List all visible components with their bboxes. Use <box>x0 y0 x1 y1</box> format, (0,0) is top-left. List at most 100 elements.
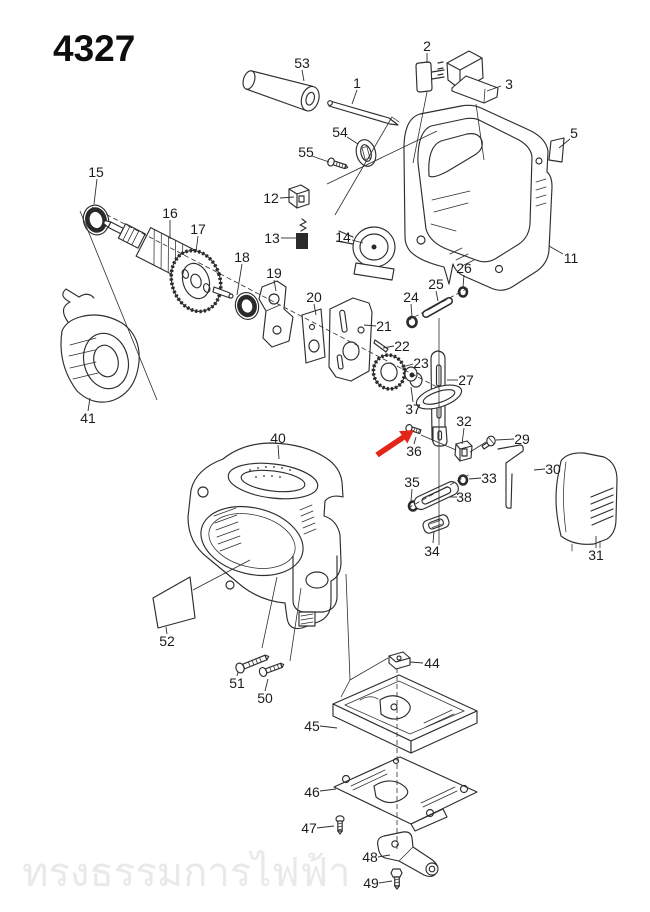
part-54-art <box>355 139 377 167</box>
leader-line <box>432 530 435 544</box>
part-32-art <box>454 440 473 462</box>
part-number-label: 14 <box>335 229 351 245</box>
association-lines <box>79 91 487 852</box>
leader-line <box>410 488 413 502</box>
part-number-label: 20 <box>306 289 322 305</box>
part-51-art <box>235 654 270 674</box>
part-38-art <box>413 481 459 511</box>
part-number-label: 1 <box>353 75 361 91</box>
part-19-art <box>258 280 294 348</box>
part-number-label: 47 <box>301 820 317 836</box>
part-number-label: 51 <box>229 675 245 691</box>
part-34-art <box>422 514 450 534</box>
part-number-label: 12 <box>263 190 279 206</box>
part-number-label: 41 <box>80 410 96 426</box>
leader-line <box>87 397 91 412</box>
part-21-art <box>328 297 373 382</box>
association-line <box>345 573 351 681</box>
part-number-label: 22 <box>394 338 410 354</box>
leader-line <box>533 468 546 471</box>
part-number-label: 34 <box>424 543 440 559</box>
part-number-label: 21 <box>376 318 392 334</box>
leader-line <box>316 825 335 829</box>
leader-line <box>351 89 358 105</box>
leader-line <box>279 196 295 199</box>
watermark-text: ทรงธรรมการไฟฟ้า <box>22 851 351 895</box>
part-number-label: 24 <box>403 289 419 305</box>
part-30-art <box>497 444 524 509</box>
part-number-label: 53 <box>294 55 310 71</box>
part-number-label: 38 <box>456 489 472 505</box>
part-11-art <box>403 104 553 291</box>
association-line <box>326 130 438 185</box>
part-number-label: 15 <box>88 164 104 180</box>
part-20-art <box>301 308 326 364</box>
part-29-art <box>481 435 496 450</box>
association-line <box>340 679 351 698</box>
part-number-label: 50 <box>257 690 273 706</box>
leader-line <box>410 303 413 318</box>
part-2-art <box>415 61 445 93</box>
part-number-label: 33 <box>481 470 497 486</box>
part-number-label: 32 <box>456 413 472 429</box>
part-number-label: 52 <box>159 633 175 649</box>
part-number-label: 19 <box>266 265 282 281</box>
leader-line <box>377 854 391 858</box>
part-number-label: 2 <box>423 38 431 54</box>
leader-line <box>311 155 330 163</box>
part-number-label: 31 <box>588 547 604 563</box>
association-line <box>420 434 457 451</box>
part-number-label: 29 <box>514 431 530 447</box>
association-line <box>475 103 485 161</box>
leader-line <box>378 880 393 884</box>
leader-line <box>351 239 364 244</box>
part-52-art <box>152 576 196 629</box>
part-17-art <box>169 248 234 314</box>
leader-line <box>313 303 317 316</box>
part-33-art <box>457 474 469 486</box>
part-53-art <box>242 70 320 112</box>
leader-line <box>413 436 417 445</box>
leader-line <box>273 279 277 292</box>
leader-line <box>435 290 439 302</box>
part-number-label: 35 <box>404 474 420 490</box>
association-line <box>469 441 487 453</box>
leader-line <box>548 245 564 255</box>
part-number-label: 18 <box>234 249 250 265</box>
leader-line <box>401 363 414 368</box>
part-48-art <box>377 831 439 878</box>
part-number-label: 45 <box>304 718 320 734</box>
leader-line <box>410 386 414 403</box>
part-25-art <box>422 297 453 318</box>
part-22-art <box>373 339 389 353</box>
leader-line <box>495 438 515 441</box>
leader-line <box>277 444 280 460</box>
page-title: 4327 <box>53 28 136 69</box>
part-23-art <box>371 353 407 391</box>
part-number-label: 3 <box>505 76 513 92</box>
part-1-art <box>327 100 400 126</box>
association-line <box>79 210 158 401</box>
leader-line <box>461 427 465 445</box>
leader-line <box>165 626 168 635</box>
leader-line <box>93 178 98 205</box>
part-49-art <box>390 868 403 890</box>
part-number-label: 54 <box>332 124 348 140</box>
part-40-art <box>187 442 344 630</box>
leader-line <box>462 274 465 288</box>
association-line <box>349 657 389 681</box>
part-45-art <box>332 674 478 754</box>
part-55-art <box>327 157 349 170</box>
leader-lines <box>87 53 597 884</box>
part-31-art <box>555 452 618 552</box>
part-5-art <box>548 137 565 163</box>
leader-line <box>195 235 199 253</box>
part-14-art <box>336 226 396 281</box>
association-line <box>412 91 428 164</box>
leader-line <box>319 725 338 729</box>
part-number-label: 5 <box>570 125 578 141</box>
part-number-label: 55 <box>298 144 314 160</box>
part-41-art <box>60 288 140 403</box>
part-number-label: 44 <box>424 655 440 671</box>
